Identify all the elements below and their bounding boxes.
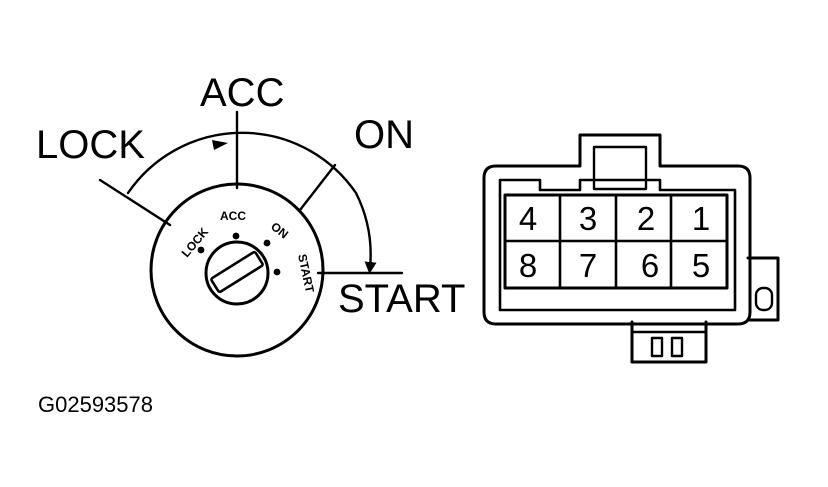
bottom-tab-slot-left bbox=[650, 336, 664, 358]
pin-label: 1 bbox=[692, 200, 710, 237]
switch-face bbox=[149, 182, 325, 358]
connector-side-tab bbox=[746, 256, 780, 322]
pin-label: 4 bbox=[519, 200, 537, 237]
pin-label: 5 bbox=[692, 247, 710, 284]
key-cylinder bbox=[204, 240, 270, 306]
pin-label: 3 bbox=[579, 200, 597, 237]
on-detent-dot bbox=[263, 239, 271, 247]
bottom-tab-slot-right bbox=[670, 336, 684, 358]
pin-label: 8 bbox=[519, 247, 537, 284]
pin-label: 6 bbox=[641, 247, 659, 284]
connector-housing bbox=[482, 133, 752, 326]
start-detent-dot bbox=[273, 268, 281, 276]
face-label-acc: ACC bbox=[220, 209, 246, 223]
connector-side-slot bbox=[754, 286, 774, 312]
figure-code: G02593578 bbox=[38, 392, 153, 417]
acc-detent-dot bbox=[232, 232, 240, 240]
connector: 4 3 2 1 8 7 6 5 bbox=[482, 133, 780, 364]
label-acc: ACC bbox=[200, 71, 284, 115]
connector-cavity bbox=[498, 178, 737, 312]
ignition-switch: LOCK ACC ON START LOCK ACC ON START bbox=[36, 71, 465, 358]
pin-label: 2 bbox=[637, 200, 655, 237]
face-label-start: START bbox=[295, 253, 317, 295]
face-label-lock: LOCK bbox=[179, 225, 212, 260]
pin-label: 7 bbox=[579, 247, 597, 284]
label-start: START bbox=[338, 277, 465, 321]
on-leader-line bbox=[298, 163, 337, 212]
label-on: ON bbox=[354, 113, 414, 157]
label-lock: LOCK bbox=[36, 123, 145, 167]
lock-leader-line bbox=[98, 178, 172, 227]
face-label-on: ON bbox=[268, 219, 291, 241]
connector-bottom-tab bbox=[630, 320, 708, 364]
position-arc bbox=[126, 131, 377, 274]
connector-latch bbox=[592, 145, 648, 191]
lock-detent-dot bbox=[197, 246, 205, 254]
key-slot bbox=[210, 250, 264, 294]
acc-arrow bbox=[212, 140, 228, 150]
